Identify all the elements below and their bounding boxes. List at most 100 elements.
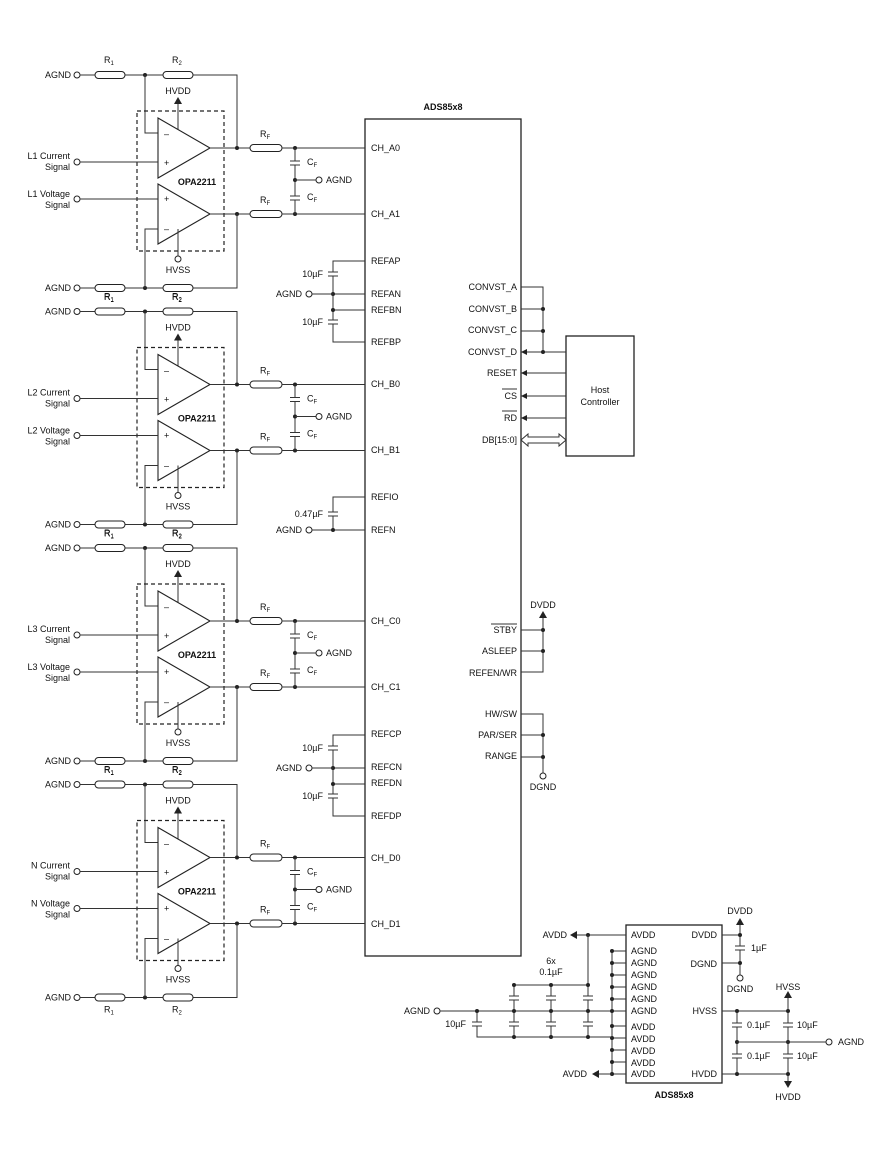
junction-dot — [235, 855, 239, 860]
resistor — [94, 993, 126, 1002]
wire — [144, 465, 158, 525]
pin-rd: RD — [504, 413, 517, 423]
agnd-label: AGND — [45, 520, 72, 530]
pin-reset: RESET — [487, 368, 518, 378]
r2-label: R2 — [172, 765, 183, 777]
junction-dot — [549, 983, 553, 987]
terminal — [73, 668, 81, 676]
pwr-left-pin: AVDD — [631, 1046, 656, 1056]
junction-dot — [235, 619, 239, 623]
terminal — [305, 764, 313, 772]
cf-label: CF — [307, 394, 318, 406]
r1-label: R1 — [104, 1005, 115, 1017]
control-straps: DVDD DGND — [521, 600, 557, 792]
junction-dot — [331, 528, 335, 532]
pwr-left-pin: AVDD — [631, 1069, 656, 1079]
terminal — [736, 974, 744, 982]
main-adc-right-pins: CONVST_A CONVST_B CONVST_C CONVST_D RESE… — [468, 282, 518, 761]
resistor — [162, 71, 194, 79]
resistor — [162, 307, 194, 316]
voltage-signal-label: N Voltage — [31, 899, 70, 909]
pin-refdp: REFDP — [371, 811, 402, 821]
current-signal-label: L2 Current — [27, 388, 70, 398]
hvss-label: HVSS — [166, 738, 191, 748]
voltage-signal-label: L2 Voltage — [27, 426, 70, 436]
plus-sign: + — [164, 158, 169, 168]
arrow-up — [174, 333, 182, 341]
resistor — [249, 683, 283, 691]
pwr-left-pin: AGND — [631, 994, 658, 1004]
r2-label: R2 — [172, 529, 183, 541]
terminal — [315, 413, 323, 420]
junction-dot — [786, 1072, 790, 1076]
pin-convst-b: CONVST_B — [468, 304, 517, 314]
resistor — [249, 853, 283, 862]
resistor — [94, 757, 126, 765]
agnd-label: AGND — [838, 1037, 865, 1047]
cap-value-label: 0.47µF — [295, 509, 324, 519]
r2-label: R2 — [172, 292, 183, 304]
pin-refdn: REFDN — [371, 778, 402, 788]
r2-label: R2 — [172, 1005, 183, 1017]
pwr-pin-hvss: HVSS — [692, 1006, 717, 1016]
main-adc-title: ADS85x8 — [423, 102, 462, 112]
junction-dot — [512, 983, 516, 987]
opamp-package — [136, 583, 225, 725]
junction-dot — [610, 985, 614, 989]
pwr-left-pin: AVDD — [631, 930, 656, 940]
minus-sign: – — [164, 224, 169, 234]
opamp-current — [157, 826, 212, 889]
terminal — [825, 1038, 833, 1046]
agnd-label: AGND — [404, 1006, 431, 1016]
resistor — [249, 919, 283, 928]
host-label-2: Controller — [580, 397, 619, 407]
arrow-left — [570, 931, 577, 939]
terminal — [73, 395, 81, 402]
terminal — [73, 544, 81, 552]
plus-sign: + — [164, 631, 169, 641]
resistor — [249, 617, 283, 625]
junction-dot — [735, 1009, 739, 1013]
opamp-label: OPA2211 — [178, 177, 216, 187]
cap-value-label: 0.1µF — [747, 1020, 771, 1030]
cap-value-label: 10µF — [302, 269, 323, 279]
agnd-label: AGND — [45, 70, 72, 80]
main-adc-body — [364, 118, 522, 957]
opamp-current — [157, 117, 212, 179]
pwr-left-pin: AGND — [631, 982, 658, 992]
pin-ch-a0: CH_A0 — [371, 143, 400, 153]
pin-db: DB[15:0] — [482, 435, 517, 445]
hvss-label: HVSS — [776, 982, 801, 992]
minus-sign: – — [164, 129, 169, 139]
minus-sign: – — [164, 934, 169, 944]
resistor — [249, 446, 283, 455]
plus-sign: + — [164, 194, 169, 204]
cap-value-label: 10µF — [302, 317, 323, 327]
voltage-signal-label: Signal — [45, 200, 70, 210]
agnd-label: AGND — [45, 993, 72, 1003]
pin-hw-sw: HW/SW — [485, 709, 517, 719]
resistor — [249, 144, 283, 152]
pin-convst-c: CONVST_C — [468, 325, 518, 335]
resistor — [94, 780, 126, 789]
junction-dot — [586, 1009, 590, 1013]
terminal — [174, 728, 182, 736]
dgnd-label: DGND — [530, 782, 557, 792]
agnd-label: AGND — [45, 283, 72, 293]
resistor — [249, 210, 283, 218]
rf-label: RF — [260, 432, 271, 444]
opamp-label: OPA2211 — [178, 887, 216, 897]
power-chip-title: ADS85x8 — [654, 1090, 693, 1100]
host-label-1: Host — [591, 385, 610, 395]
cap-value-label: 0.1µF — [747, 1051, 771, 1061]
wire — [144, 228, 158, 288]
overbars — [491, 388, 517, 625]
junction-dot — [586, 983, 590, 987]
rf-label: RF — [260, 195, 271, 207]
pin-refen-wr: REFEN/WR — [469, 668, 517, 678]
junction-dot — [610, 973, 614, 977]
pin-convst-d: CONVST_D — [468, 347, 518, 357]
